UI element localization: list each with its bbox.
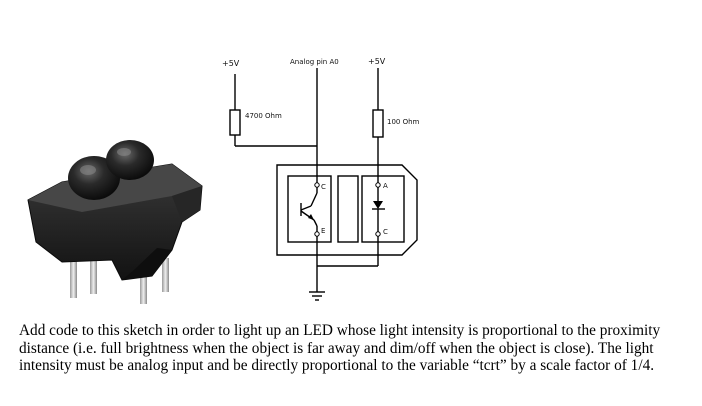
cathode-label: C bbox=[383, 228, 388, 236]
sensor-pin bbox=[70, 260, 77, 298]
sensor-pin bbox=[140, 268, 147, 304]
divider-box bbox=[337, 175, 359, 243]
instruction-text: Add code to this sketch in order to ligh… bbox=[19, 322, 661, 375]
collector-label: C bbox=[321, 183, 326, 191]
resistor-left-label: 4700 Ohm bbox=[245, 112, 282, 120]
sensor-photo bbox=[27, 140, 203, 304]
resistor-right-label: 100 Ohm bbox=[387, 118, 420, 126]
transistor-box bbox=[287, 175, 332, 243]
sensor-pin bbox=[90, 258, 97, 294]
diode-box bbox=[361, 175, 405, 243]
ground-symbol bbox=[309, 291, 325, 301]
vcc-left-label: +5V bbox=[222, 59, 240, 68]
emitter-dome bbox=[68, 156, 120, 200]
circuit-schematic bbox=[229, 68, 418, 301]
diode-symbol bbox=[373, 201, 383, 209]
sensor-pin bbox=[162, 258, 169, 292]
anode-label: A bbox=[383, 182, 388, 190]
vcc-right-label: +5V bbox=[368, 57, 386, 66]
analog-pin-label: Analog pin A0 bbox=[290, 58, 339, 66]
resistor-right bbox=[372, 109, 384, 138]
emitter-label: E bbox=[321, 227, 326, 235]
resistor-left bbox=[229, 109, 241, 136]
sensor-package-outline bbox=[276, 164, 418, 256]
